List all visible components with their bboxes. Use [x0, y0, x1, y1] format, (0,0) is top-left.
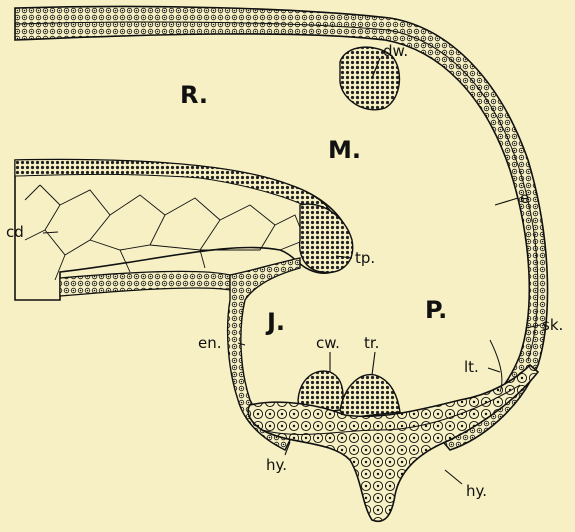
region-label-r: R. — [180, 81, 208, 109]
label-lt: lt. — [464, 358, 479, 376]
region-label-p: P. — [425, 296, 447, 324]
label-sk: sk. — [542, 316, 563, 334]
label-cw: cw. — [316, 334, 340, 352]
region-label-j: J. — [265, 308, 285, 336]
label-e: e — [520, 189, 529, 207]
label-dw: dw. — [383, 42, 408, 60]
label-cd: cd — [6, 223, 24, 241]
lt-layer — [490, 340, 502, 392]
label-hy-right: hy. — [466, 482, 487, 500]
label-tr: tr. — [364, 334, 379, 352]
label-tp: tp. — [355, 249, 375, 267]
tp-process — [300, 204, 353, 272]
label-hy-left: hy. — [266, 456, 287, 474]
tr-ridge — [340, 375, 400, 418]
label-en: en. — [198, 334, 222, 352]
region-label-m: M. — [328, 136, 361, 164]
lower-plate — [60, 271, 230, 296]
